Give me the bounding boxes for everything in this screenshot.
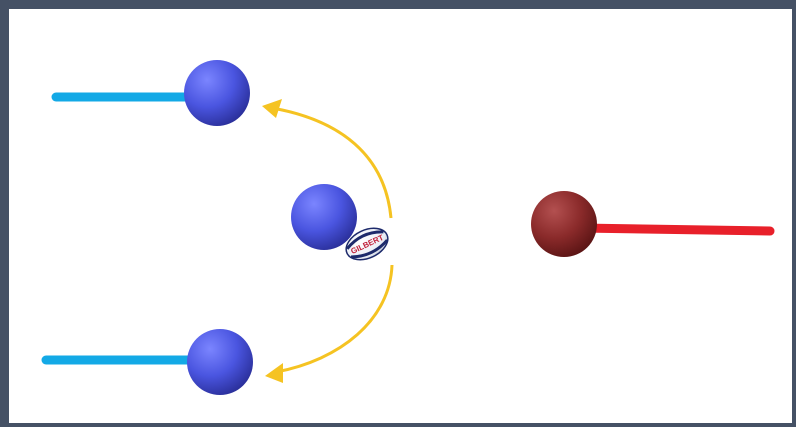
attacker-bottom — [187, 329, 253, 395]
pass-arrow-bottom — [275, 264, 394, 374]
defender — [531, 191, 597, 257]
rugby-ball-icon: GILBERT — [345, 227, 389, 261]
pass-arrow-top — [271, 106, 393, 219]
attacker-top — [184, 60, 250, 126]
pass-arrow-bottom-head — [265, 363, 283, 383]
defender-run-line — [575, 223, 775, 236]
pass-arrow-top-head — [262, 99, 282, 118]
attacker-middle — [291, 184, 357, 250]
